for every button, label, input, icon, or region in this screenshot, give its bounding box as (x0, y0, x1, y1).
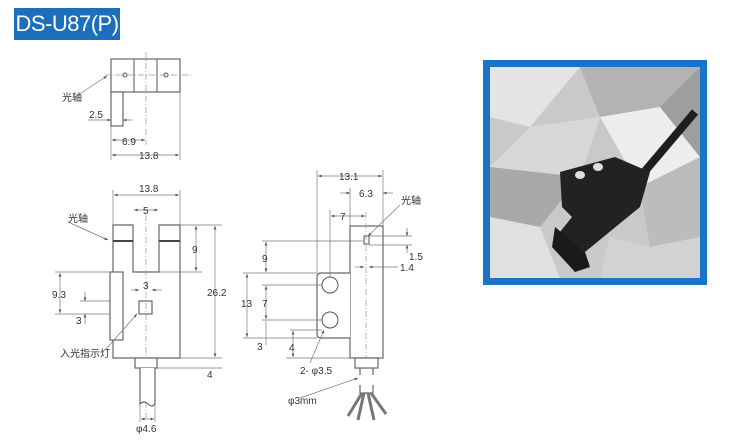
dim-cable-dia: φ4.6 (136, 424, 157, 435)
cable-label: φ3mm (288, 396, 317, 407)
dim-2-5: 2.5 (89, 110, 103, 121)
top-view: 光轴 2.5 6.9 13.8 (62, 52, 192, 162)
side-view: 13.1 6.3 7 9 7 13 3 4 1.5 1.4 光轴 (241, 170, 423, 421)
dim-led-h: 3 (76, 316, 82, 327)
dim-led-pos: 9.3 (52, 290, 66, 301)
optical-axis-label: 光轴 (62, 91, 82, 104)
holes-label: 2- φ3.5 (300, 366, 332, 377)
dim-body: 6.3 (359, 189, 373, 200)
dim-slot-depth: 9 (192, 245, 198, 256)
dim-width: 13.8 (139, 184, 159, 195)
product-title: DS-U87(P) (14, 8, 120, 40)
dim-6-9: 6.9 (122, 137, 136, 148)
optical-axis-label-front: 光轴 (68, 212, 88, 225)
optical-axis-label-side: 光轴 (401, 194, 421, 207)
dim-a14: 1.4 (400, 263, 414, 274)
product-photo (483, 60, 707, 285)
dim-height: 26.2 (207, 288, 227, 299)
dim-h7: 7 (262, 299, 268, 310)
light-indicator-label: 入光指示灯 (60, 347, 110, 360)
dim-stub: 4 (207, 370, 213, 381)
dim-led-w: 3 (143, 281, 149, 292)
dim-13-8: 13.8 (139, 151, 159, 162)
dim-hole-off: 7 (340, 212, 346, 223)
dim-h9: 9 (262, 254, 268, 265)
dim-h3: 3 (257, 342, 263, 353)
dim-slot: 5 (143, 206, 149, 217)
dim-h4: 4 (289, 343, 295, 354)
dim-depth: 13.1 (339, 172, 359, 183)
front-view: 13.8 5 9 26.2 4 9.3 3 3 入光指示灯 光轴 φ4.6 (52, 184, 227, 435)
wires-icon (346, 392, 388, 421)
dim-a15: 1.5 (409, 252, 423, 263)
sensor-image (490, 67, 700, 278)
dim-h13: 13 (241, 299, 253, 310)
